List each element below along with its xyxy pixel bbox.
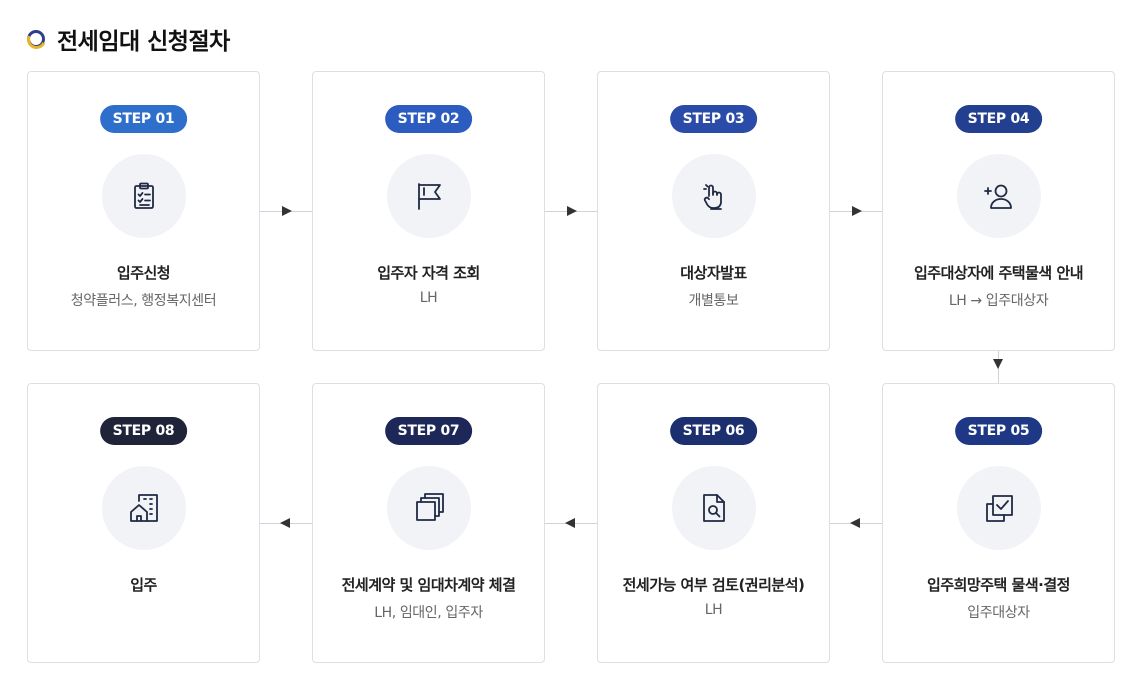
add-user-icon	[956, 154, 1041, 238]
arrow-left-icon	[260, 518, 313, 528]
step-subtitle: 개별통보	[688, 293, 739, 309]
arrow-right-icon	[545, 206, 598, 216]
step-title: 전세계약 및 임대차계약 체결	[341, 576, 516, 594]
step-title: 전세가능 여부 검토(권리분석)	[622, 576, 805, 594]
step-badge: STEP 02	[384, 105, 473, 133]
step-badge: STEP 06	[669, 417, 758, 445]
hand-pointer-icon	[671, 154, 756, 238]
step-card-05: STEP 05 입주희망주택 물색·결정 입주대상자	[882, 383, 1115, 663]
step-card-07: STEP 07 전세계약 및 임대차계약 체결 LH, 임대인, 입주자	[312, 383, 545, 663]
arrow-down-icon	[993, 351, 1003, 384]
page-title: 전세임대 신청절차	[57, 29, 230, 55]
stacked-pages-icon	[386, 466, 471, 550]
step-badge: STEP 08	[99, 417, 188, 445]
step-card-04: STEP 04 입주대상자에 주택물색 안내 LH → 입주대상자	[882, 71, 1115, 351]
step-badge: STEP 07	[384, 417, 473, 445]
step-title: 입주희망주택 물색·결정	[927, 576, 1070, 594]
step-title: 입주신청	[116, 264, 171, 282]
step-card-03: STEP 03 대상자발표 개별통보	[597, 71, 830, 351]
step-subtitle: 청약플러스, 행정복지센터	[70, 293, 217, 309]
arrow-right-icon	[260, 206, 313, 216]
step-title: 입주	[130, 576, 157, 594]
step-badge: STEP 01	[99, 105, 188, 133]
step-subtitle: LH	[419, 290, 438, 306]
step-subtitle: LH → 입주대상자	[948, 293, 1049, 309]
step-badge: STEP 05	[954, 417, 1043, 445]
step-card-02: STEP 02 입주자 자격 조회 LH	[312, 71, 545, 351]
step-card-01: STEP 01 입주신청 청약플러스, 행정복지센터	[27, 71, 260, 351]
step-card-06: STEP 06 전세가능 여부 검토(권리분석) LH	[597, 383, 830, 663]
building-icon	[101, 466, 186, 550]
step-subtitle: LH, 임대인, 입주자	[374, 605, 483, 621]
checkbox-icon	[956, 466, 1041, 550]
step-title: 입주자 자격 조회	[377, 264, 480, 282]
document-search-icon	[671, 466, 756, 550]
arrow-right-icon	[830, 206, 883, 216]
flag-icon	[386, 154, 471, 238]
section-header: 전세임대 신청절차	[27, 22, 230, 56]
clipboard-icon	[101, 154, 186, 238]
arrow-left-icon	[545, 518, 598, 528]
arrow-left-icon	[830, 518, 883, 528]
title-bullet-icon	[27, 30, 45, 48]
step-subtitle: LH	[704, 602, 723, 618]
step-badge: STEP 04	[954, 105, 1043, 133]
step-card-08: STEP 08 입주	[27, 383, 260, 663]
step-title: 입주대상자에 주택물색 안내	[913, 264, 1084, 282]
step-badge: STEP 03	[669, 105, 758, 133]
step-subtitle: 입주대상자	[967, 605, 1030, 621]
step-title: 대상자발표	[680, 264, 747, 282]
